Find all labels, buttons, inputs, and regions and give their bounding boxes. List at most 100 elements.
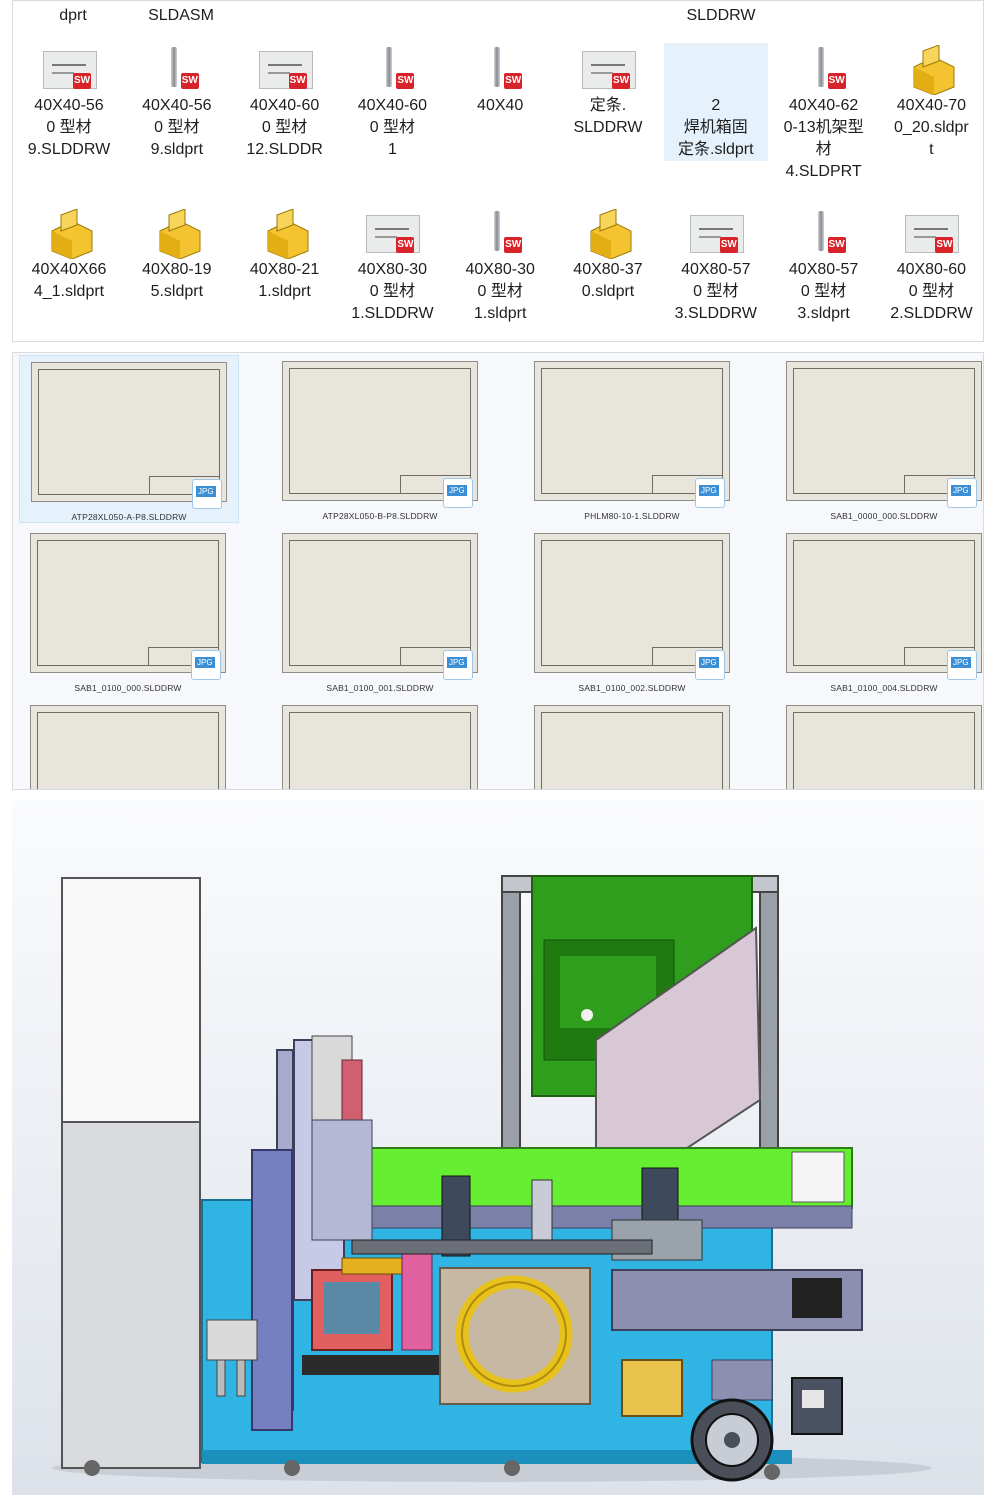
jpg-badge-label: JPG [951,485,971,496]
drawing-thumbnail[interactable]: JPG SAB1_0100_000.SLDDRW [19,527,237,693]
file-item-partial[interactable]: dprt [21,5,125,27]
file-name: 40X40-62 0-13机架型 材 4.SLDPRT [783,97,864,180]
title-block [400,647,471,666]
block-part-icon [901,43,961,95]
machine-3d-render [12,800,984,1495]
solidworks-badge-icon: SW [935,237,954,253]
jpg-file-icon: JPG [947,478,977,508]
file-item[interactable]: 40X80-19 5.sldprt [125,207,229,303]
file-name: 40X40X66 4_1.sldprt [31,261,107,300]
jpg-file-icon: JPG [443,478,473,508]
drawing-thumbnail-partial[interactable] [271,699,489,789]
file-item[interactable]: SW 40X80-30 0 型材 1.SLDDRW [340,207,444,325]
profile-bar-glyph [386,47,393,87]
block-part-icon [147,207,207,259]
file-item[interactable]: 40X40X66 4_1.sldprt [17,207,121,303]
drawing-sheet-preview: JPG [282,361,478,508]
file-name: 2 焊机箱固 定条.sldprt [678,97,754,158]
drawing-sheet-preview: JPG [534,533,730,680]
file-item[interactable]: 40X40-70 0_20.sldpr t [879,43,983,161]
drawing-border [793,712,975,789]
drawing-border [38,369,220,495]
file-item[interactable]: 2 焊机箱固 定条.sldprt [663,43,768,161]
profile-part-icon: SW [470,43,530,93]
title-block [904,475,975,494]
drawing-border [541,368,723,494]
drawing-border [541,540,723,666]
conveyor [341,1147,853,1209]
file-item[interactable]: SW 40X40-56 0 型材 9.sldprt [125,43,229,161]
drawing-sheet-preview: JPG [31,362,227,509]
file-name: 40X40-56 0 型材 9.SLDDRW [27,97,111,158]
thumbnail-caption: PHLM80-10-1.SLDDRW [584,511,680,521]
profile-part-icon: SW [470,207,530,257]
solidworks-badge-icon: SW [719,237,738,253]
solidworks-badge-icon: SW [504,237,523,253]
file-name: 40X40-56 0 型材 9.sldprt [142,97,212,158]
title-block [652,647,723,666]
solidworks-badge-icon: SW [396,73,415,89]
drawing-icon: SW [901,207,961,257]
file-name: 40X80-37 0.sldprt [573,261,643,300]
drawing-icon: SW [578,43,638,93]
title-block [400,475,471,494]
thumbnail-caption: SAB1_0100_000.SLDDRW [74,683,182,693]
yellow-block-glyph [51,209,93,259]
profile-bar-glyph [817,47,824,87]
file-item-partial[interactable]: SLDDRW [669,5,773,27]
file-name: 40X40-60 0 型材 1 [357,97,428,158]
yellow-block-glyph [267,209,309,259]
file-name: 40X80-30 0 型材 1.sldprt [465,261,535,322]
file-item[interactable]: 40X80-21 1.sldprt [233,207,337,303]
drawing-sheet-preview: JPG [534,361,730,508]
solidworks-badge-icon: SW [827,73,846,89]
title-block [148,647,219,666]
file-name: 40X80-19 5.sldprt [142,261,212,300]
solidworks-badge-icon: SW [612,73,630,89]
profile-part-icon: SW [147,43,207,93]
file-item[interactable]: SW 40X40-60 0 型材 1 [340,43,444,161]
drawing-border [37,540,219,666]
solidworks-badge-icon: SW [180,73,199,89]
profile-part-icon: SW [794,43,854,93]
file-item-partial[interactable]: SLDASM [129,5,233,27]
profile-bar-glyph [494,211,501,251]
file-name: 40X40-60 0 型材 12.SLDDR [246,97,323,158]
file-name: 40X80-57 0 型材 3.sldprt [788,261,859,322]
drawing-sheet-preview [282,705,478,789]
drawing-thumbnail-partial[interactable] [523,699,741,789]
title-block [149,476,220,495]
drawing-thumbnail-partial[interactable] [775,699,983,789]
file-item[interactable]: SW 40X80-30 0 型材 1.sldprt [448,207,552,325]
drawing-sheet-preview: JPG [30,533,226,680]
drawing-border [289,712,471,789]
profile-bar-glyph [494,47,501,87]
file-name: 40X80-30 0 型材 1.SLDDRW [351,261,434,322]
drawing-sheet-preview [534,705,730,789]
jpg-file-icon: JPG [191,650,221,680]
solidworks-badge-icon: SW [396,237,415,253]
drawing-thumbnail-partial[interactable] [19,699,237,789]
drawing-thumbnail[interactable]: JPG PHLM80-10-1.SLDDRW [523,355,741,521]
block-part-icon [39,207,99,259]
jpg-file-icon: JPG [192,479,222,509]
file-item[interactable]: SW 40X40-62 0-13机架型 材 4.SLDPRT [772,43,876,183]
title-block [652,475,723,494]
file-item[interactable]: 40X80-37 0.sldprt [556,207,660,303]
jpg-badge-label: JPG [447,485,467,496]
